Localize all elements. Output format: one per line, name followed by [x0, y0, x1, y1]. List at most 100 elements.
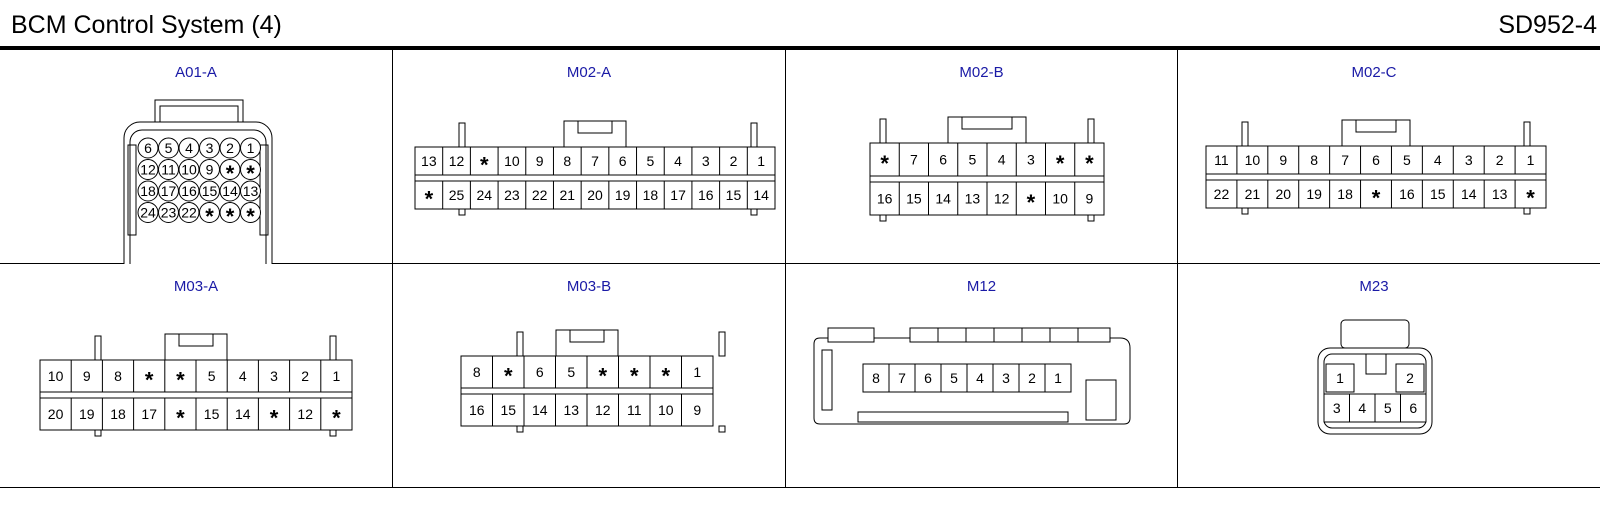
latch-post	[1523, 121, 1531, 147]
empty-pin: *	[270, 406, 279, 431]
pin-label: 5	[165, 140, 173, 156]
latch-foot	[94, 429, 102, 437]
pin-label: 17	[161, 183, 177, 199]
pin-label: 19	[615, 187, 631, 203]
pin-label: 13	[563, 402, 579, 418]
pin-label: 5	[1384, 400, 1392, 416]
pin-label: 9	[536, 153, 544, 169]
pin-label: 12	[994, 191, 1010, 207]
pin-label: 3	[1333, 400, 1341, 416]
pin-label: 16	[877, 191, 893, 207]
pin-label: 10	[504, 153, 520, 169]
latch-foot	[1087, 214, 1095, 222]
pin-label: 8	[872, 370, 880, 386]
pin-label: 15	[726, 187, 742, 203]
latch-post	[458, 122, 466, 148]
latch-hood-inner	[159, 105, 239, 123]
pin-label: 4	[1434, 152, 1442, 168]
pin-label: 4	[1358, 400, 1366, 416]
pin-label: 2	[301, 368, 309, 384]
pin-label: 9	[693, 402, 701, 418]
pin-label: 9	[1085, 191, 1093, 207]
latch-post	[94, 335, 102, 361]
pin-label: 6	[1372, 152, 1380, 168]
pin-label: 14	[235, 406, 251, 422]
pin-label: 16	[469, 402, 485, 418]
key-tab	[164, 333, 228, 361]
pin-label: 11	[1214, 152, 1229, 168]
connector-inner	[129, 129, 267, 264]
pin-label: 14	[532, 402, 548, 418]
latch-foot	[750, 208, 758, 216]
empty-pin: *	[1056, 151, 1065, 176]
pin-label: 4	[674, 153, 682, 169]
pin-label: 19	[79, 406, 95, 422]
pin-label: 18	[110, 406, 126, 422]
latch-foot	[329, 429, 337, 437]
pin-label: 6	[144, 140, 152, 156]
pin-label: 10	[658, 402, 674, 418]
pin-label: 10	[1052, 191, 1068, 207]
pin-label: 2	[1406, 370, 1414, 386]
pin-label: 6	[939, 152, 947, 168]
pin-label: 3	[702, 153, 710, 169]
pin-label: 2	[1496, 152, 1504, 168]
pin-label: 9	[83, 368, 91, 384]
pin-label: 12	[140, 162, 156, 178]
pin-label: 5	[950, 370, 958, 386]
pin-label: 14	[1461, 186, 1477, 202]
latch-foot	[516, 425, 524, 433]
pin-socket	[240, 202, 261, 223]
pin-label: 3	[1027, 152, 1035, 168]
key	[1365, 353, 1387, 375]
pin-label: 4	[998, 152, 1006, 168]
connector-label: M02-B	[959, 64, 1004, 81]
pin-label: 15	[202, 183, 218, 199]
pin-label: 21	[1245, 186, 1261, 202]
empty-pin: *	[1372, 186, 1381, 211]
pin-label: 6	[536, 364, 544, 380]
pin-label: 19	[1306, 186, 1322, 202]
pin-label: 8	[114, 368, 122, 384]
latch-foot	[1241, 207, 1249, 215]
pin-label: 13	[965, 191, 981, 207]
key-notch	[961, 117, 1013, 130]
key-tab	[1341, 119, 1411, 147]
pin-label: 2	[1028, 370, 1036, 386]
pin-label: 1	[1054, 370, 1062, 386]
pin-label: 14	[935, 191, 951, 207]
pin-label: 17	[670, 187, 686, 203]
pin-socket	[1395, 363, 1425, 393]
pin-label: 11	[161, 162, 176, 178]
empty-pin: *	[176, 368, 185, 393]
pin-label: 20	[587, 187, 603, 203]
pin-label: 9	[1279, 152, 1287, 168]
pin-label: 7	[898, 370, 906, 386]
empty-pin: *	[246, 204, 255, 229]
pin-socket	[240, 180, 261, 202]
key-notch	[178, 334, 214, 347]
connector-label: M02-C	[1351, 64, 1397, 81]
empty-pin: *	[205, 204, 214, 229]
pin-label: 14	[753, 187, 769, 203]
pin-label: 11	[627, 402, 642, 418]
empty-pin: *	[1027, 190, 1036, 215]
empty-pin: *	[661, 364, 670, 389]
pin-label: 1	[1336, 370, 1344, 386]
pin-label: 17	[141, 406, 157, 422]
latch-foot	[718, 425, 726, 433]
pin-label: 15	[906, 191, 922, 207]
latch-foot	[1523, 207, 1531, 215]
pin-label: 3	[1002, 370, 1010, 386]
connector-label: M23	[1359, 278, 1389, 295]
pin-label: 1	[757, 153, 765, 169]
